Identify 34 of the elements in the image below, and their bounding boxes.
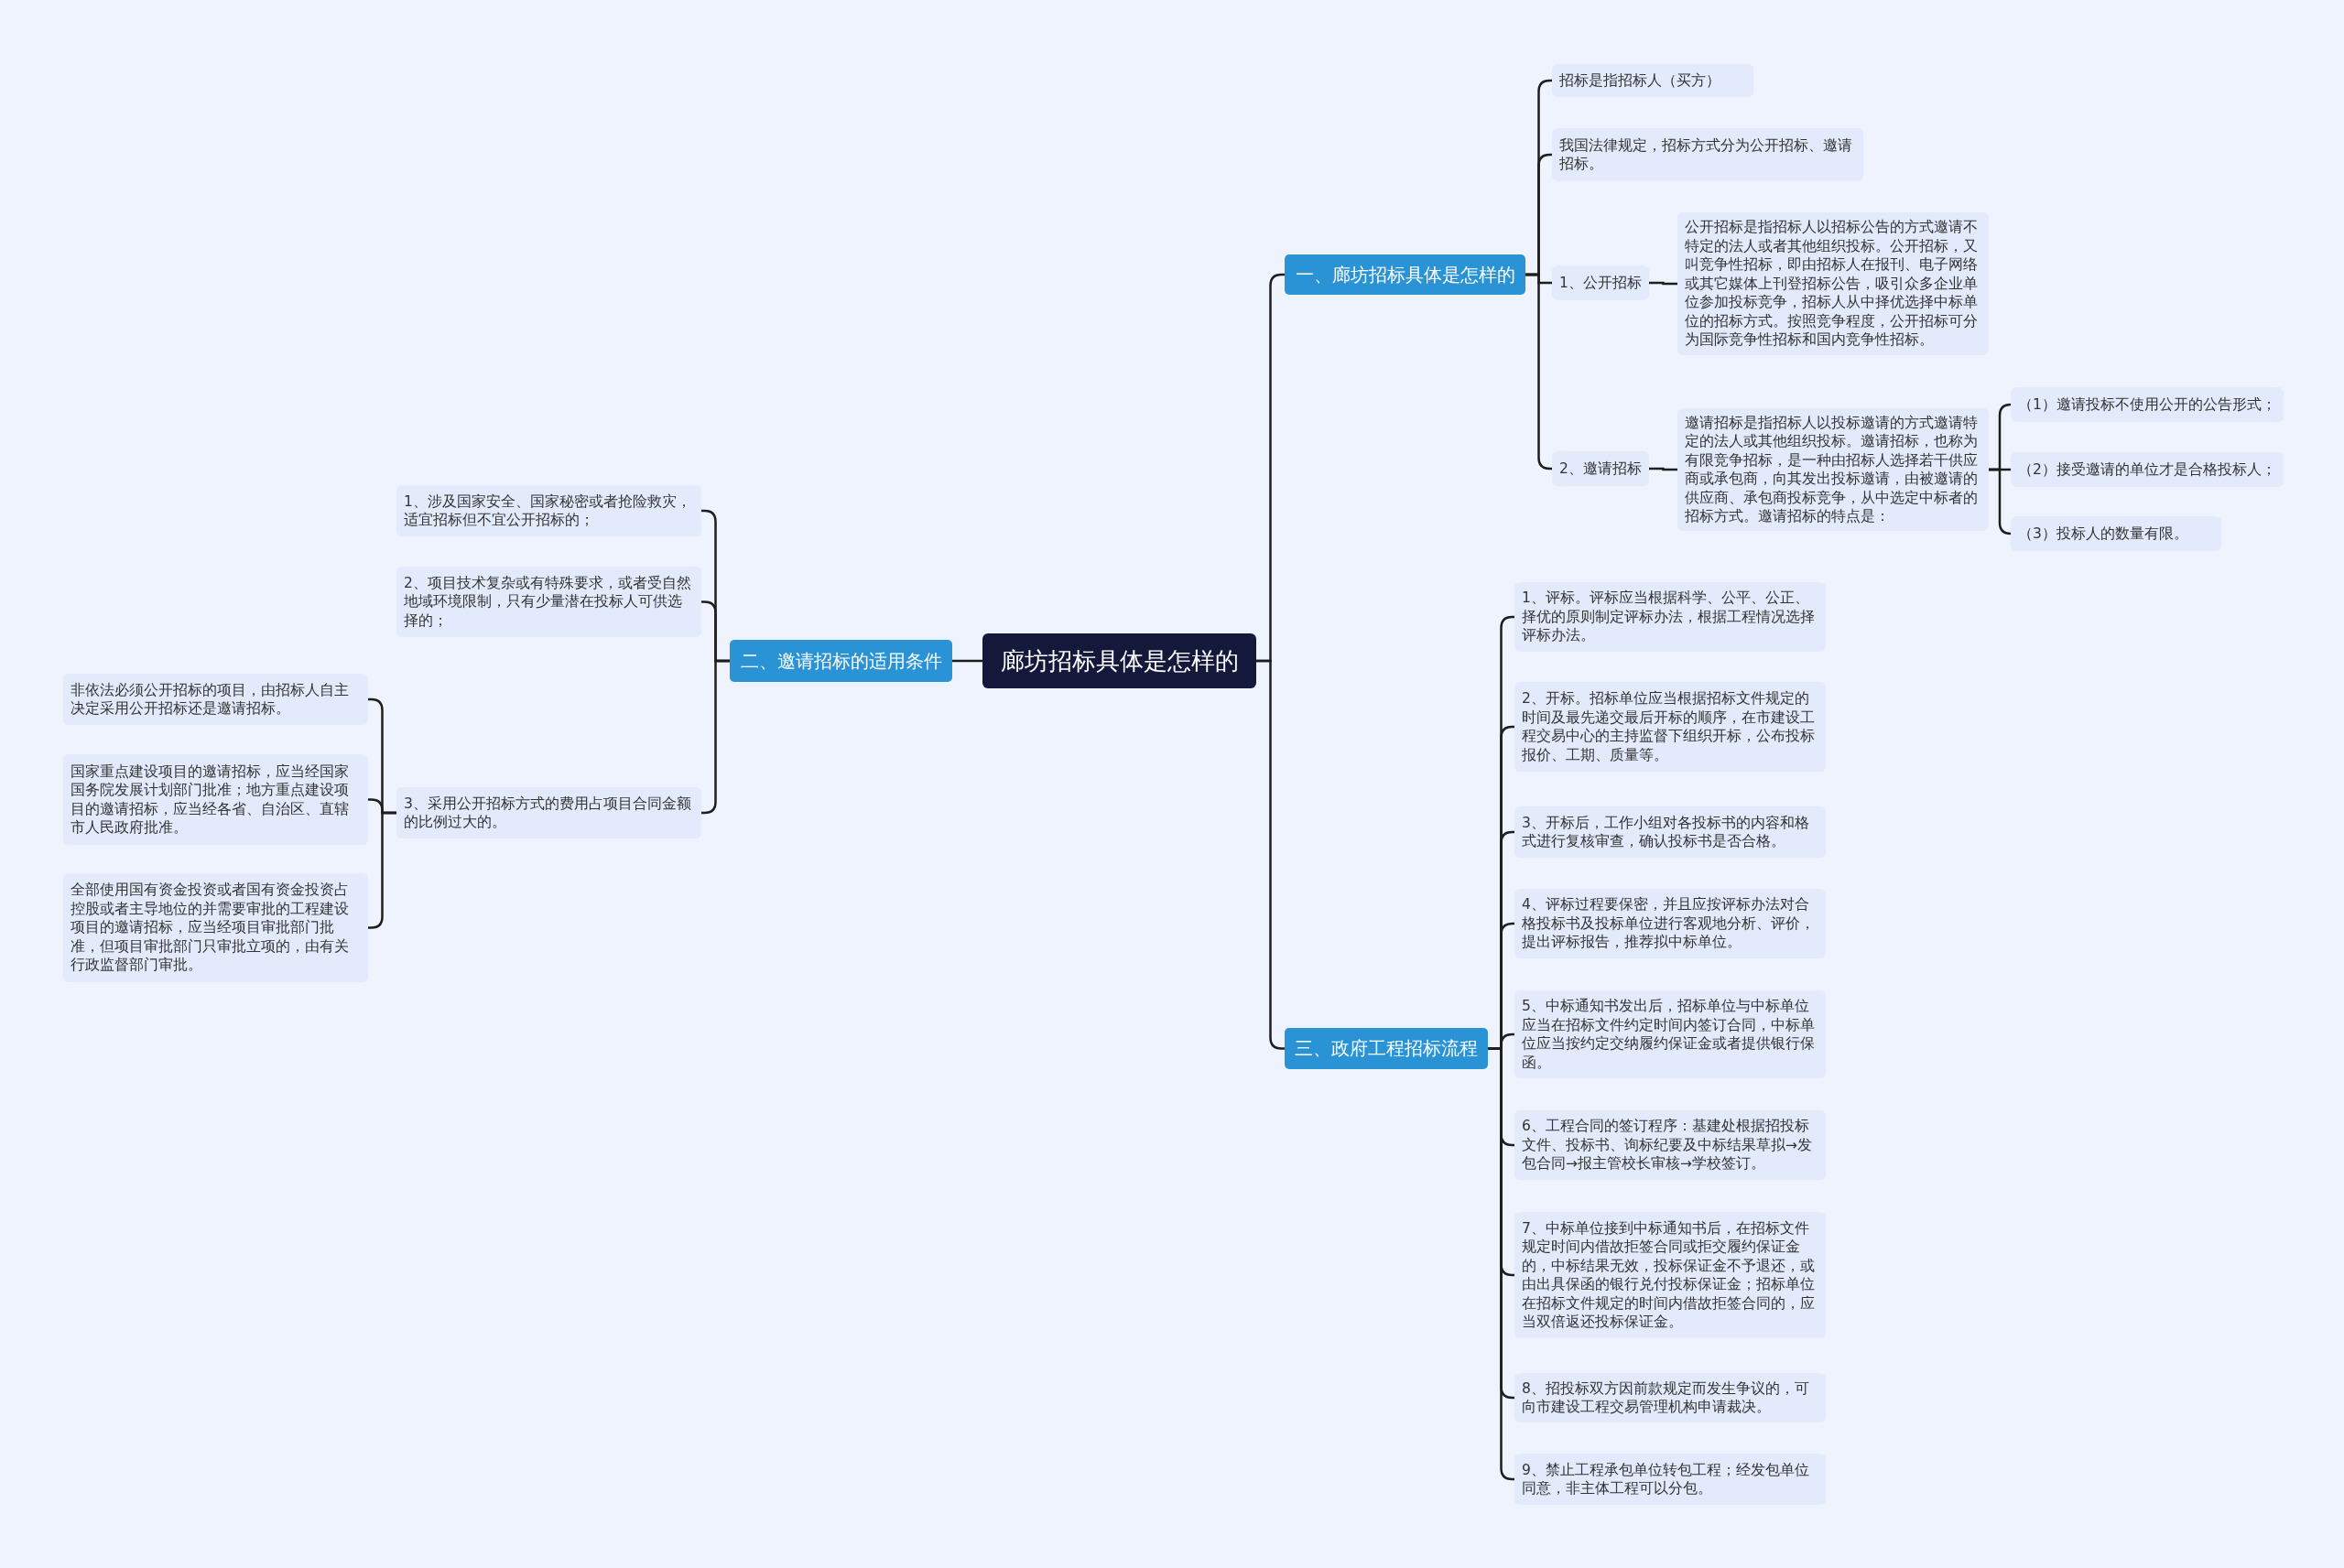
subtopic-box: 8、招投标双方因前款规定而发生争议的，可向市建设工程交易管理机构申请裁决。	[1514, 1373, 1826, 1422]
connector-line	[1649, 467, 1677, 471]
topic-box: 二、邀请招标的适用条件	[730, 640, 952, 682]
subtopic-box: 非依法必须公开招标的项目，由招标人自主决定采用公开招标还是邀请招标。	[63, 674, 368, 725]
connector-line	[1525, 273, 1552, 470]
subtopic-box: 2、邀请招标	[1552, 451, 1649, 486]
subtopic-box: （3）投标人的数量有限。	[2011, 516, 2221, 551]
subtopic-box: 我国法律规定，招标方式分为公开招标、邀请招标。	[1552, 128, 1863, 181]
subtopic-box: 6、工程合同的签订程序：基建处根据招投标文件、投标书、询标纪要及中标结果草拟→发包合同→报主管校长审核→学校签订。	[1514, 1110, 1826, 1180]
subtopic-box: 4、评标过程要保密，并且应按评标办法对合格投标书及投标单位进行客观地分析、评价，提出评标报告，推荐拟中标单位。	[1514, 889, 1826, 958]
subtopic-box: 3、采用公开招标方式的费用占项目合同金额的比例过大的。	[396, 787, 701, 838]
central-topic: 廊坊招标具体是怎样的	[982, 633, 1256, 688]
subtopic-box: 1、涉及国家安全、国家秘密或者抢险救灾，适宜招标但不宜公开招标的；	[396, 485, 701, 536]
subtopic-box: 3、开标后，工作小组对各投标书的内容和格式进行复核审查，确认投标书是否合格。	[1514, 806, 1826, 858]
subtopic-box: 2、开标。招标单位应当根据招标文件规定的时间及最先递交最后开标的顺序，在市建设工程交易中心的主持监督下组织开标，公布投标报价、工期、质量等。	[1514, 682, 1826, 772]
subtopic-box: 招标是指招标人（买方）	[1552, 64, 1753, 97]
subtopic-box: （1）邀请投标不使用公开的公告形式；	[2011, 387, 2284, 422]
subtopic-box: 邀请招标是指招标人以投标邀请的方式邀请特定的法人或其他组织投标。邀请招标，也称为有限竞争招标，是一种由招标人选择若干供应商或承包商，向其发出投标邀请，由被邀请的供应商、承包商投标竞争，从中选定中标者的招标方式。邀请招标的特点是：	[1677, 408, 1989, 531]
connector-line	[1989, 468, 2013, 535]
subtopic-box: 9、禁止工程承包单位转包工程；经发包单位同意，非主体工程可以分包。	[1514, 1454, 1826, 1505]
connector-line	[1649, 281, 1677, 286]
subtopic-box: 公开招标是指招标人以招标公告的方式邀请不特定的法人或者其他组织投标。公开招标，又叫竞争性招标，即由招标人在报刊、电子网络或其它媒体上刊登招标公告，吸引众多企业单位参加投标竞争，招标人从中择优选择中标单位的招标方式。按照竞争程度，公开招标可分为国际竞争性招标和国内竞争性招标。	[1677, 212, 1989, 355]
topic-box: 一、廊坊招标具体是怎样的	[1285, 254, 1525, 295]
subtopic-box: 1、公开招标	[1552, 265, 1649, 300]
subtopic-box: （2）接受邀请的单位才是合格投标人；	[2011, 452, 2284, 487]
subtopic-box: 2、项目技术复杂或有特殊要求，或者受自然地域环境限制，只有少量潜在投标人可供选择的；	[396, 567, 701, 637]
subtopic-box: 5、中标通知书发出后，招标单位与中标单位应当在招标文件约定时间内签订合同，中标单位应当按约定交纳履约保证金或者提供银行保函。	[1514, 990, 1826, 1078]
topic-box: 三、政府工程招标流程	[1285, 1028, 1488, 1069]
subtopic-box: 7、中标单位接到中标通知书后，在招标文件规定时间内借故拒签合同或拒交履约保证金的，中标结果无效，投标保证金不予退还，或由出具保函的银行兑付投标保证金；招标单位在招标文件规定的时间内借故拒签合同的，应当双倍返还投标保证金。	[1514, 1212, 1826, 1338]
subtopic-box: 国家重点建设项目的邀请招标，应当经国家国务院发展计划部门批准；地方重点建设项目的邀请招标，应当经各省、自治区、直辖市人民政府批准。	[63, 754, 368, 845]
subtopic-box: 1、评标。评标应当根据科学、公平、公正、择优的原则制定评标办法，根据工程情况选择评标办法。	[1514, 582, 1826, 652]
connector-line	[952, 659, 982, 663]
subtopic-box: 全部使用国有资金投资或者国有资金投资占控股或者主导地位的并需要审批的工程建设项目的邀请招标，应当经项目审批部门批准，但项目审批部门只审批立项的，由有关行政监督部门审批。	[63, 873, 368, 982]
connector-line	[1488, 1047, 1515, 1481]
